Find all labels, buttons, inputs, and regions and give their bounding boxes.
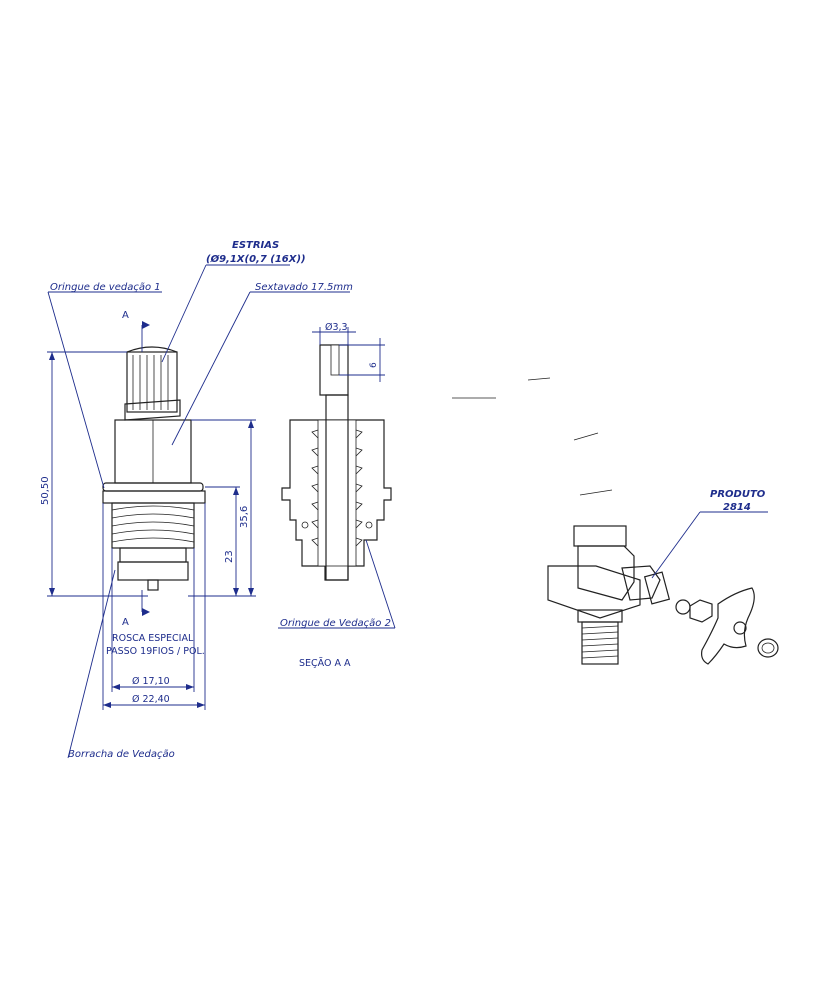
dim-phi-22-40-text: Ø 22,40 bbox=[132, 694, 170, 705]
dim-23-text: 23 bbox=[224, 550, 235, 563]
dimension-35-6: 35,6 bbox=[188, 419, 256, 597]
oring2-label: Oringue de Vedação 2 bbox=[280, 618, 391, 629]
dimension-phi-22-40: Ø 22,40 bbox=[102, 503, 206, 710]
sextavado-label: Sextavado 17.5mm bbox=[255, 282, 353, 293]
dim-6-text: 6 bbox=[369, 362, 379, 368]
annotation-oring2: Oringue de Vedação 2 bbox=[278, 539, 396, 629]
oring1-label: Oringue de vedação 1 bbox=[50, 282, 161, 293]
section-view bbox=[281, 344, 392, 581]
dim-50-50-text: 50,50 bbox=[40, 476, 51, 505]
dim-35-6-text: 35,6 bbox=[239, 506, 250, 528]
rosca-line1: ROSCA ESPECIAL bbox=[112, 633, 194, 644]
cartridge-elevation-view bbox=[102, 346, 206, 591]
produto-code: 2814 bbox=[723, 502, 751, 513]
section-mark-bottom-label: A bbox=[122, 617, 129, 628]
annotation-sextavado: Sextavado 17.5mm bbox=[171, 282, 353, 446]
section-marker-bottom: A bbox=[122, 590, 150, 628]
faucet-illustration bbox=[443, 320, 779, 665]
dimension-50-50: 50,50 bbox=[40, 351, 148, 597]
produto-title: PRODUTO bbox=[710, 489, 766, 500]
rosca-note: ROSCA ESPECIAL PASSO 19FIOS / POL. bbox=[106, 633, 205, 657]
dim-phi-17-10-text: Ø 17,10 bbox=[132, 676, 170, 687]
annotation-borracha: Borracha de Vedação bbox=[67, 569, 175, 760]
estrias-spec: (Ø9,1X(0,7 (16X)) bbox=[206, 253, 306, 265]
borracha-label: Borracha de Vedação bbox=[68, 749, 175, 760]
annotation-estrias: ESTRIAS (Ø9,1X(0,7 (16X)) bbox=[161, 240, 306, 363]
section-mark-top-label: A bbox=[122, 310, 129, 321]
dimension-6: 6 bbox=[339, 338, 385, 382]
section-marker-top: A bbox=[122, 310, 150, 352]
dimension-phi-17-10: Ø 17,10 bbox=[111, 548, 195, 692]
annotation-produto: PRODUTO 2814 bbox=[651, 489, 768, 579]
secao-label: SEÇÃO A A bbox=[299, 658, 351, 669]
annotation-oring1: Oringue de vedação 1 bbox=[47, 282, 162, 489]
dimension-phi-3-3: Ø3,3 bbox=[312, 322, 356, 345]
dimension-23: 23 bbox=[205, 486, 240, 596]
dim-phi-3-3-text: Ø3,3 bbox=[325, 322, 348, 333]
rosca-line2: PASSO 19FIOS / POL. bbox=[106, 646, 205, 657]
estrias-title: ESTRIAS bbox=[232, 240, 279, 251]
